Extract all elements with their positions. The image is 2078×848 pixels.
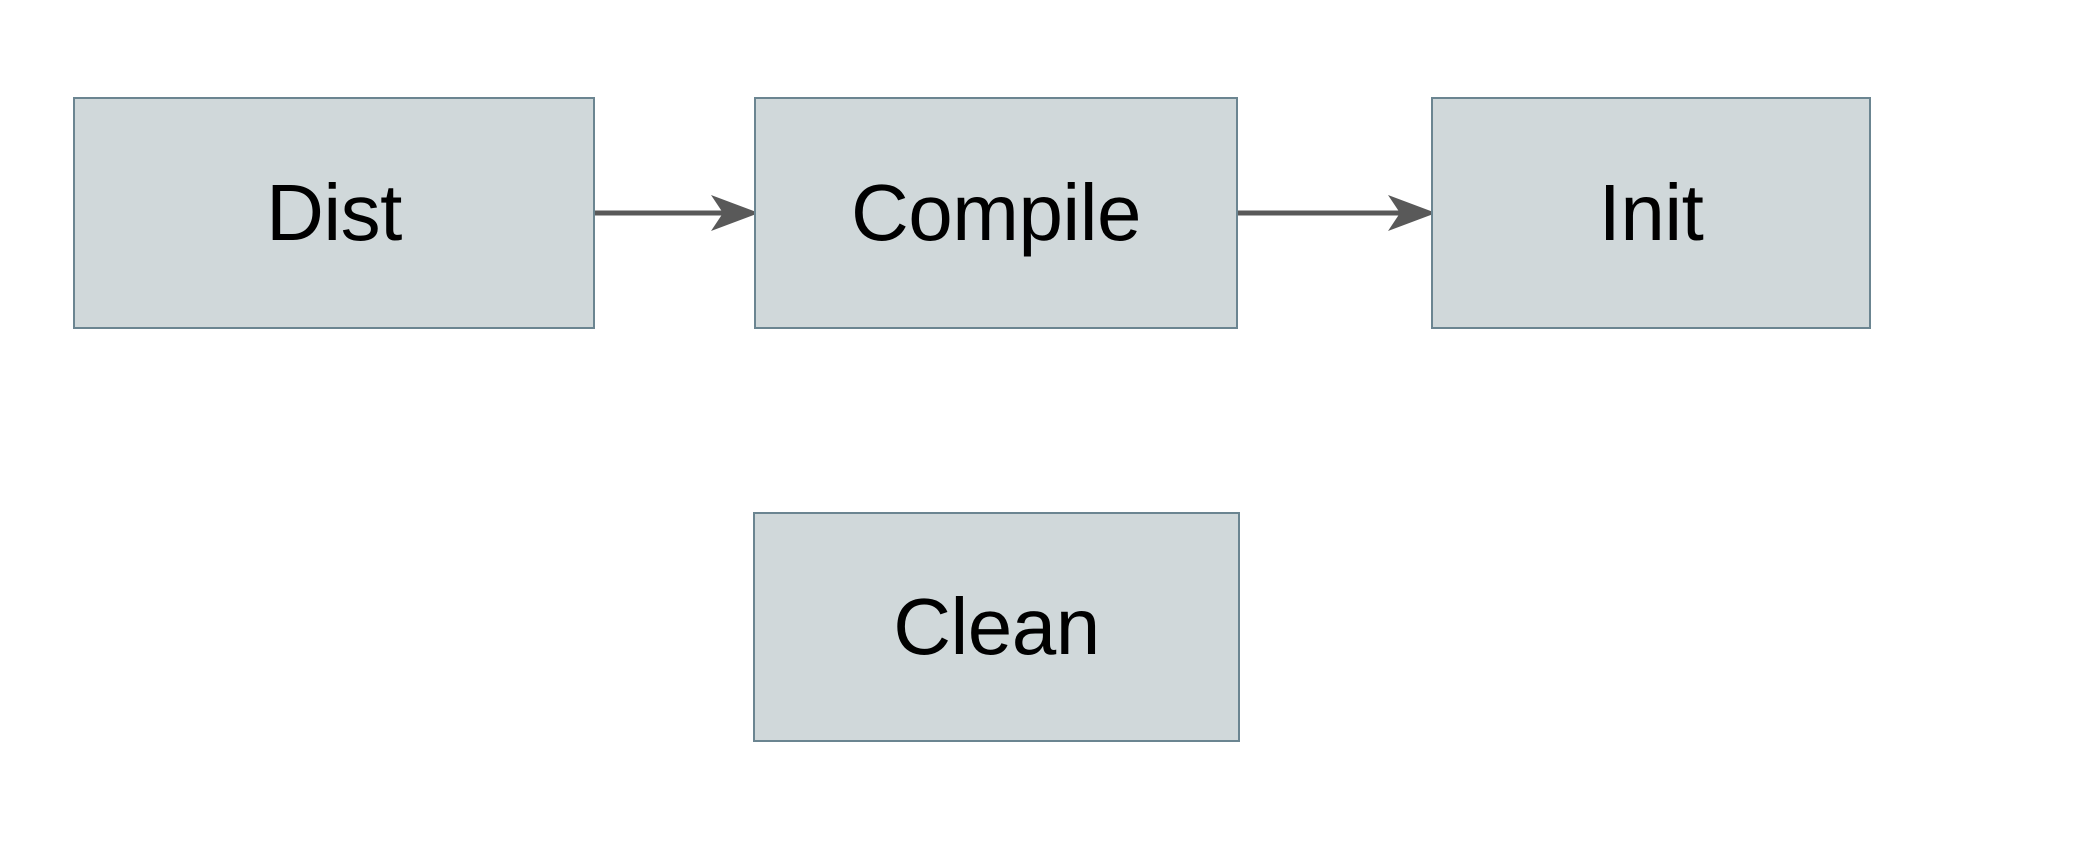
edge-dist-to-compile-arrowhead-icon — [711, 195, 759, 231]
edge-dist-to-compile[interactable] — [590, 183, 764, 243]
node-compile-label: Compile — [851, 168, 1141, 257]
node-clean[interactable]: Clean — [753, 512, 1240, 742]
edge-compile-to-init[interactable] — [1233, 183, 1441, 243]
node-dist-label: Dist — [266, 168, 402, 257]
node-dist[interactable]: Dist — [73, 97, 595, 329]
edge-compile-to-init-arrowhead-icon — [1388, 195, 1436, 231]
node-init[interactable]: Init — [1431, 97, 1871, 329]
node-compile[interactable]: Compile — [754, 97, 1238, 329]
node-clean-label: Clean — [893, 582, 1100, 671]
node-init-label: Init — [1598, 168, 1704, 257]
